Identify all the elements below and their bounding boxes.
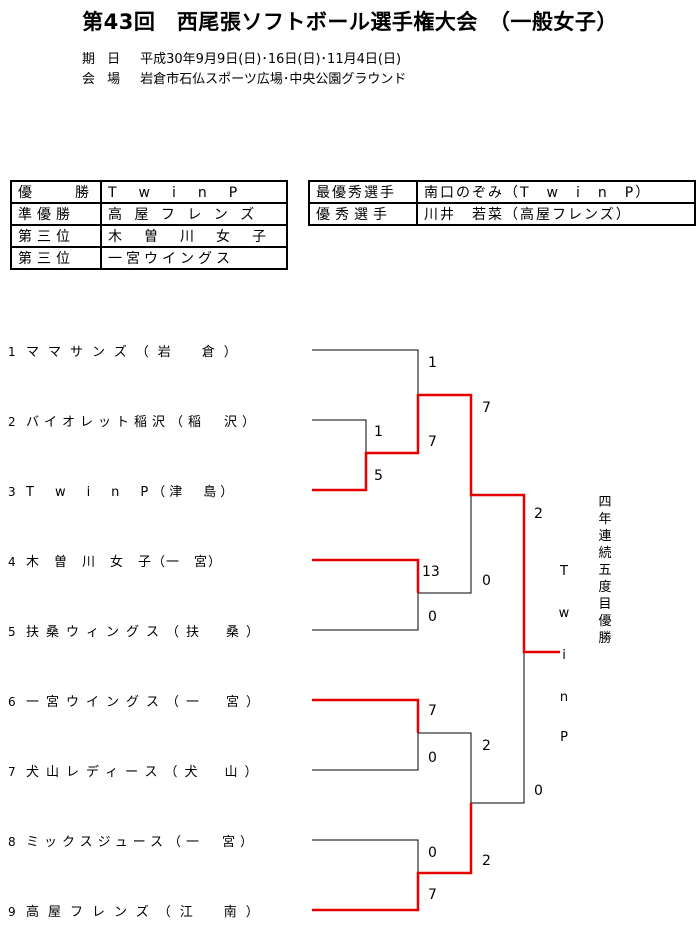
score: 0	[534, 783, 543, 799]
result-value: 高 屋 フ レ ン ズ	[101, 203, 287, 225]
team-name: バイオレット稲沢（稲 沢）	[26, 415, 261, 430]
team-entry: 1 ママサンズ（岩 倉）	[8, 341, 246, 360]
score: 7	[482, 400, 491, 416]
result-label: 準優勝	[11, 203, 101, 225]
venue-row: 会 場 岩倉市石仏スポーツ広場･中央公園グラウンド	[82, 68, 406, 87]
team-name: 一宮ウイングス（一 宮）	[26, 695, 267, 710]
award-label: 最優秀選手	[309, 181, 417, 203]
team-entry: 2 バイオレット稲沢（稲 沢）	[8, 411, 260, 430]
team-number: 2	[8, 415, 16, 429]
note-char: 優	[598, 614, 612, 629]
result-label: 優 勝	[11, 181, 101, 203]
team-name: 扶桑ウィングス（扶 桑）	[26, 625, 267, 640]
team-entry: 4 木 曽 川 女 子（一 宮）	[8, 551, 222, 570]
champion-letter: w	[558, 606, 570, 621]
team-entry: 7 犬山レディース（犬 山）	[8, 761, 264, 780]
venue-label: 会 場	[82, 72, 125, 87]
bracket-line	[471, 652, 525, 804]
team-number: 1	[8, 345, 16, 359]
bracket-line	[312, 593, 419, 631]
team-number: 6	[8, 695, 16, 709]
team-number: 5	[8, 625, 16, 639]
team-number: 4	[8, 555, 16, 569]
score: 7	[428, 434, 437, 450]
result-row: 第三位 一宮ウイングス	[11, 247, 287, 269]
result-value: T w i n P	[101, 181, 287, 203]
score: 7	[428, 703, 437, 719]
score: 7	[428, 887, 437, 903]
date-value: 平成30年9月9日(日)･16日(日)･11月4日(日)	[140, 52, 402, 67]
award-row: 最優秀選手 南口のぞみ（T w i n P）	[309, 181, 695, 203]
score: 2	[482, 853, 491, 869]
bracket-line	[418, 732, 472, 803]
team-name: ミックスジュース（一 宮）	[26, 835, 259, 850]
winner-line	[312, 803, 473, 912]
score: 0	[428, 750, 437, 766]
team-entry: 5 扶桑ウィングス（扶 桑）	[8, 621, 266, 640]
bracket-winner-lines	[312, 393, 560, 912]
results-table: 優 勝 T w i n P 準優勝 高 屋 フ レ ン ズ 第三位 木 曽 川 …	[10, 180, 288, 270]
score: 13	[422, 564, 440, 580]
result-row: 優 勝 T w i n P	[11, 181, 287, 203]
result-label: 第三位	[11, 247, 101, 269]
award-value: 南口のぞみ（T w i n P）	[417, 181, 695, 203]
bracket-black-lines	[312, 349, 525, 873]
champion-letter: P	[560, 730, 568, 745]
note-char: 続	[598, 546, 612, 561]
team-number: 9	[8, 905, 16, 919]
result-value: 木 曽 川 女 子	[101, 225, 287, 247]
team-name: T w i n P（津 島）	[26, 485, 238, 500]
bracket-line	[418, 495, 472, 594]
champion-letter: i	[562, 648, 566, 663]
venue-value: 岩倉市石仏スポーツ広場･中央公園グラウンド	[140, 72, 407, 87]
awards-table: 最優秀選手 南口のぞみ（T w i n P） 優秀選手 川井 若菜（高屋フレンズ…	[308, 180, 696, 226]
team-entry: 9 高屋フレンズ（江 南）	[8, 901, 268, 920]
team-name: ママサンズ（岩 倉）	[26, 345, 246, 360]
team-entry: 6 一宮ウイングス（一 宮）	[8, 691, 266, 710]
result-label: 第三位	[11, 225, 101, 247]
result-row: 第三位 木 曽 川 女 子	[11, 225, 287, 247]
score: 2	[534, 506, 543, 522]
team-number: 8	[8, 835, 16, 849]
score: 0	[428, 845, 437, 861]
score: 0	[482, 573, 491, 589]
award-row: 優秀選手 川井 若菜（高屋フレンズ）	[309, 203, 695, 225]
note-char: 勝	[598, 631, 612, 646]
winner-line	[312, 393, 560, 654]
result-row: 準優勝 高 屋 フ レ ン ズ	[11, 203, 287, 225]
team-name: 犬山レディース（犬 山）	[26, 765, 265, 780]
bracket-line	[312, 419, 367, 453]
date-label: 期 日	[82, 52, 125, 67]
score: 5	[374, 468, 383, 484]
bracket-line	[312, 839, 419, 873]
team-number: 3	[8, 485, 16, 499]
note-char: 四	[598, 495, 612, 510]
score: 1	[374, 424, 383, 440]
team-number: 7	[8, 765, 16, 779]
note-char: 度	[598, 580, 612, 595]
winner-line	[312, 698, 420, 733]
winner-line	[312, 558, 420, 593]
award-value: 川井 若菜（高屋フレンズ）	[417, 203, 695, 225]
champion-letter: T	[560, 564, 568, 579]
note-char: 年	[598, 512, 612, 527]
result-value: 一宮ウイングス	[101, 247, 287, 269]
note-char: 五	[598, 563, 612, 578]
bracket-line	[312, 349, 419, 395]
award-label: 優秀選手	[309, 203, 417, 225]
page-title: 第43回 西尾張ソフトボール選手権大会 （一般女子）	[82, 10, 618, 34]
champion-letter: n	[559, 690, 569, 705]
score: 1	[428, 355, 437, 371]
date-row: 期 日 平成30年9月9日(日)･16日(日)･11月4日(日)	[82, 48, 401, 67]
note-char: 目	[598, 597, 612, 612]
team-name: 高屋フレンズ（江 南）	[26, 905, 268, 920]
score: 2	[482, 738, 491, 754]
note-char: 連	[598, 529, 612, 544]
team-name: 木 曽 川 女 子（一 宮）	[26, 555, 223, 570]
bracket-line	[312, 733, 419, 771]
team-entry: 3 T w i n P（津 島）	[8, 481, 237, 500]
team-entry: 8 ミックスジュース（一 宮）	[8, 831, 258, 850]
score: 0	[428, 609, 437, 625]
